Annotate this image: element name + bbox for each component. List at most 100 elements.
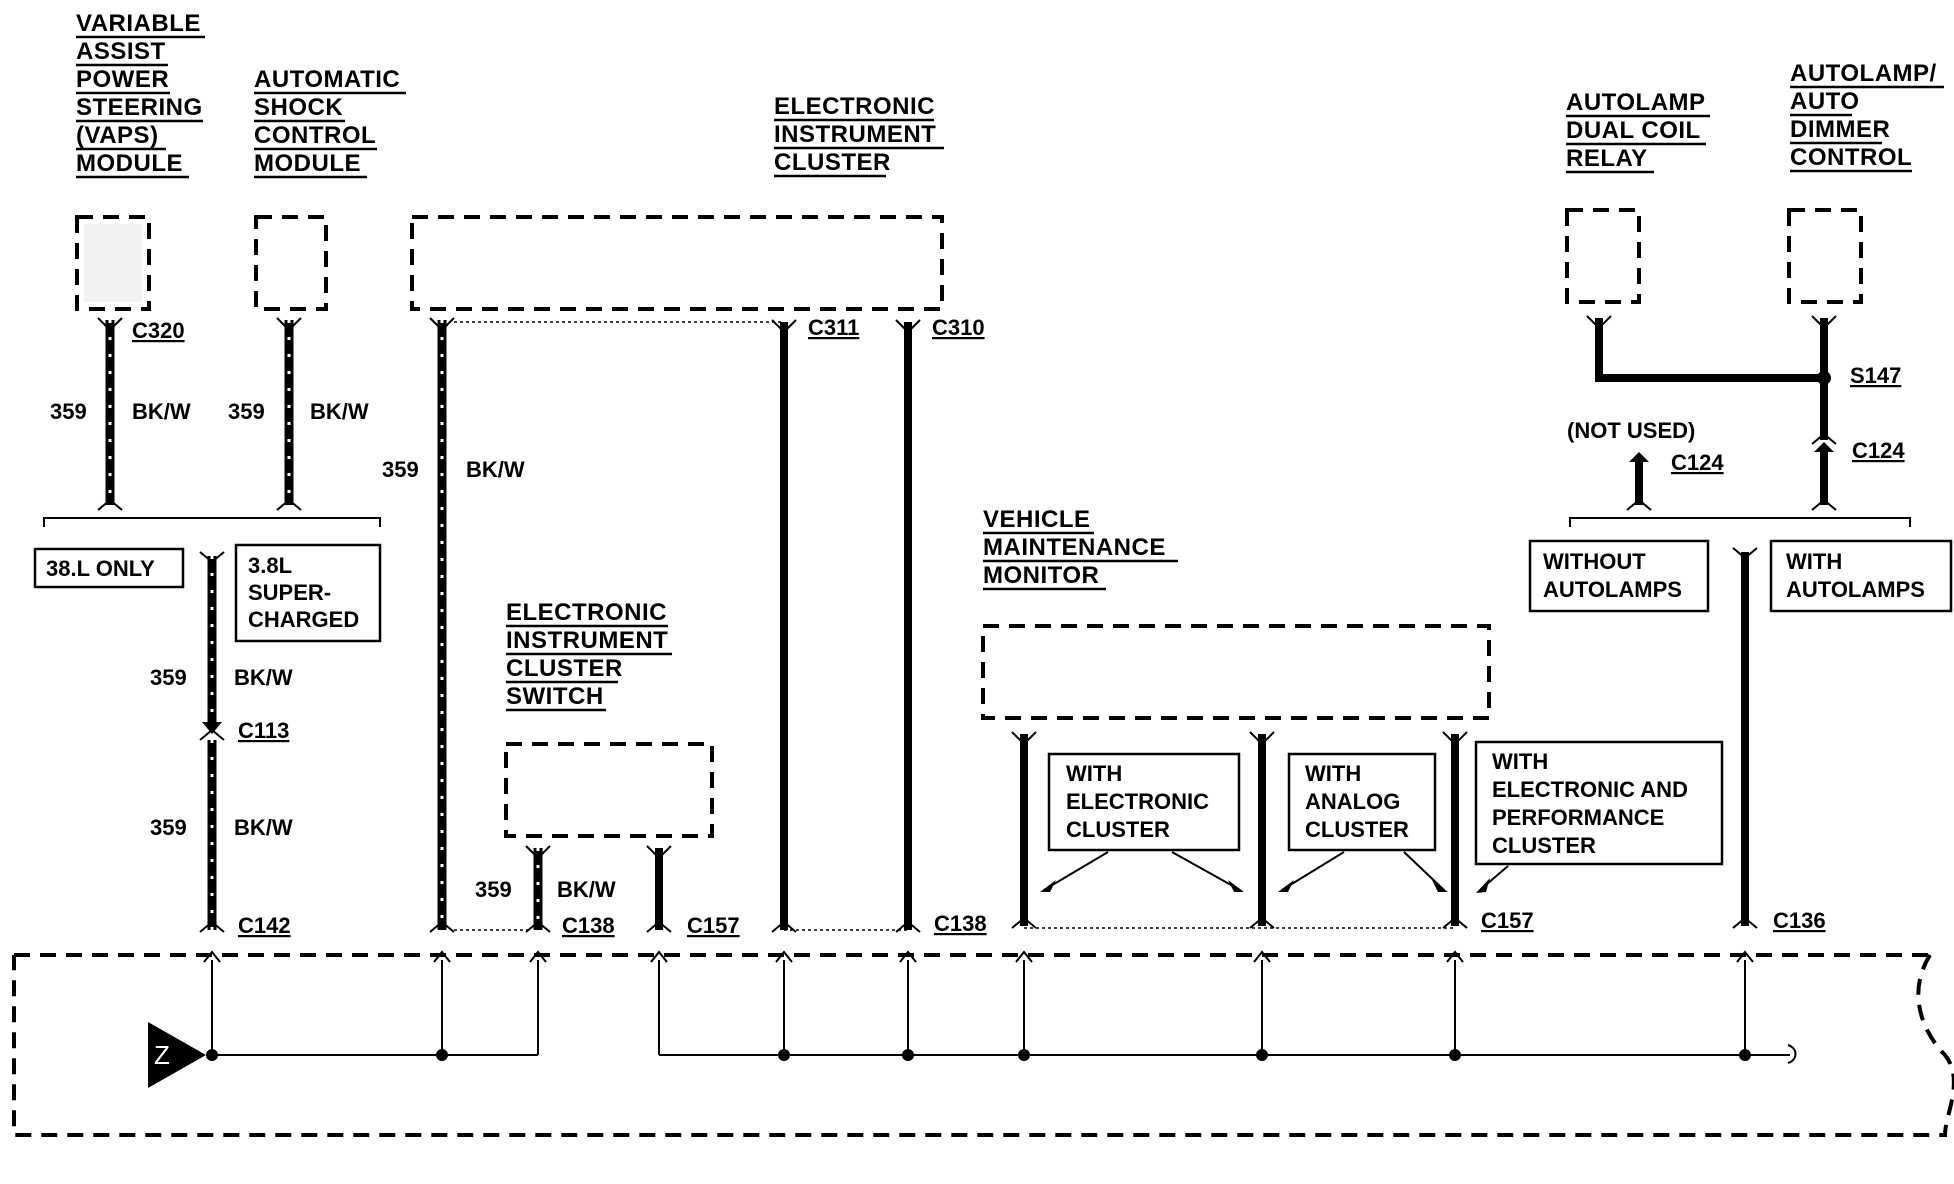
svg-text:CLUSTER: CLUSTER bbox=[506, 655, 623, 682]
dimmer-label: AUTOLAMP/ AUTO DIMMER CONTROL bbox=[1790, 60, 1944, 173]
cluster-label: ELECTRONIC INSTRUMENT CLUSTER bbox=[774, 93, 944, 178]
svg-text:C124: C124 bbox=[1671, 450, 1724, 475]
ground-bus bbox=[203, 950, 1797, 1064]
svg-text:DUAL COIL: DUAL COIL bbox=[1566, 117, 1701, 144]
svg-text:C320: C320 bbox=[132, 318, 185, 343]
note-with-performance-cluster: WITH ELECTRONIC AND PERFORMANCE CLUSTER bbox=[1474, 740, 1724, 893]
svg-text:CLUSTER: CLUSTER bbox=[774, 149, 891, 176]
relay-box bbox=[1565, 208, 1641, 304]
svg-text:SWITCH: SWITCH bbox=[506, 683, 604, 710]
svg-text:STEERING: STEERING bbox=[76, 94, 203, 121]
svg-text:MODULE: MODULE bbox=[76, 150, 183, 177]
svg-text:ELECTRONIC AND: ELECTRONIC AND bbox=[1492, 777, 1688, 802]
svg-text:CLUSTER: CLUSTER bbox=[1305, 817, 1409, 842]
cluster-box bbox=[410, 215, 944, 311]
svg-text:WITHOUT: WITHOUT bbox=[1543, 549, 1646, 574]
ground-enclosure bbox=[12, 953, 1954, 1137]
svg-text:CLUSTER: CLUSTER bbox=[1492, 833, 1596, 858]
svg-text:C138: C138 bbox=[562, 913, 615, 938]
svg-text:AUTO: AUTO bbox=[1790, 88, 1860, 115]
svg-text:DIMMER: DIMMER bbox=[1790, 116, 1890, 143]
note-not-used: (NOT USED) bbox=[1567, 418, 1695, 443]
svg-text:WITH: WITH bbox=[1786, 549, 1842, 574]
svg-text:Z: Z bbox=[154, 1040, 170, 1070]
svg-text:MAINTENANCE: MAINTENANCE bbox=[983, 534, 1166, 561]
svg-text:CONTROL: CONTROL bbox=[1790, 144, 1912, 171]
svg-text:C142: C142 bbox=[238, 913, 291, 938]
svg-text:ELECTRONIC: ELECTRONIC bbox=[774, 93, 935, 120]
svg-text:AUTOLAMP: AUTOLAMP bbox=[1566, 89, 1706, 116]
svg-text:SHOCK: SHOCK bbox=[254, 94, 343, 121]
svg-text:MODULE: MODULE bbox=[254, 150, 361, 177]
switch-label: ELECTRONIC INSTRUMENT CLUSTER SWITCH bbox=[506, 599, 672, 712]
svg-text:(VAPS): (VAPS) bbox=[76, 122, 159, 149]
relay-label: AUTOLAMP DUAL COIL RELAY bbox=[1566, 89, 1710, 174]
svg-text:359: 359 bbox=[50, 399, 87, 424]
vaps-module-label: VARIABLE ASSIST POWER STEERING (VAPS) MO… bbox=[76, 10, 205, 179]
cluster-c310-wire bbox=[895, 319, 921, 933]
svg-text:C157: C157 bbox=[1481, 908, 1534, 933]
note-with-autolamps: WITH AUTOLAMPS bbox=[1769, 539, 1953, 613]
svg-text:359: 359 bbox=[150, 815, 187, 840]
autolamp-wires bbox=[1569, 315, 1911, 929]
engine-wire bbox=[199, 551, 225, 933]
svg-text:BK/W: BK/W bbox=[132, 399, 191, 424]
svg-text:BK/W: BK/W bbox=[234, 665, 293, 690]
shock-module-box bbox=[254, 215, 328, 311]
svg-text:BK/W: BK/W bbox=[557, 877, 616, 902]
dimmer-box bbox=[1787, 208, 1863, 304]
svg-text:AUTOMATIC: AUTOMATIC bbox=[254, 66, 400, 93]
svg-text:RELAY: RELAY bbox=[1566, 145, 1648, 172]
svg-text:C136: C136 bbox=[1773, 908, 1826, 933]
svg-text:CHARGED: CHARGED bbox=[248, 607, 359, 632]
svg-text:359: 359 bbox=[150, 665, 187, 690]
svg-text:WITH: WITH bbox=[1066, 761, 1122, 786]
vmm-wires bbox=[1011, 731, 1468, 929]
note-with-electronic-cluster: WITH ELECTRONIC CLUSTER bbox=[1040, 752, 1244, 892]
svg-text:C124: C124 bbox=[1852, 438, 1905, 463]
svg-text:ELECTRONIC: ELECTRONIC bbox=[1066, 789, 1209, 814]
svg-text:3.8L: 3.8L bbox=[248, 553, 292, 578]
svg-text:MONITOR: MONITOR bbox=[983, 562, 1099, 589]
svg-text:WITH: WITH bbox=[1492, 749, 1548, 774]
cluster-main-wire bbox=[429, 317, 455, 933]
svg-text:VARIABLE: VARIABLE bbox=[76, 10, 201, 37]
vaps-splice-bracket bbox=[43, 517, 381, 527]
svg-text:CLUSTER: CLUSTER bbox=[1066, 817, 1170, 842]
svg-text:BK/W: BK/W bbox=[234, 815, 293, 840]
note-supercharged: 3.8L SUPER- CHARGED bbox=[234, 543, 382, 643]
note-38-only: 38.L ONLY bbox=[33, 547, 185, 589]
svg-text:POWER: POWER bbox=[76, 66, 169, 93]
svg-text:ANALOG: ANALOG bbox=[1305, 789, 1400, 814]
cluster-c311-wire bbox=[771, 319, 797, 933]
shock-wire bbox=[276, 317, 302, 511]
svg-text:VEHICLE: VEHICLE bbox=[983, 506, 1091, 533]
svg-text:C138: C138 bbox=[934, 911, 987, 936]
svg-text:BK/W: BK/W bbox=[310, 399, 369, 424]
vaps-wire bbox=[97, 317, 123, 511]
svg-text:AUTOLAMPS: AUTOLAMPS bbox=[1786, 577, 1925, 602]
svg-text:ASSIST: ASSIST bbox=[76, 38, 166, 65]
svg-text:359: 359 bbox=[475, 877, 512, 902]
svg-text:C310: C310 bbox=[932, 315, 985, 340]
svg-text:INSTRUMENT: INSTRUMENT bbox=[774, 121, 936, 148]
svg-text:359: 359 bbox=[228, 399, 265, 424]
switch-box bbox=[504, 742, 714, 838]
svg-text:PERFORMANCE: PERFORMANCE bbox=[1492, 805, 1664, 830]
vmm-label: VEHICLE MAINTENANCE MONITOR bbox=[983, 506, 1178, 591]
svg-text:C157: C157 bbox=[687, 913, 740, 938]
note-with-analog-cluster: WITH ANALOG CLUSTER bbox=[1278, 752, 1448, 892]
ground-symbol: Z bbox=[148, 1022, 206, 1088]
connector-labels: C320 C311 C310 S147 C124 C124 C113 C142 … bbox=[132, 315, 1905, 938]
svg-text:BK/W: BK/W bbox=[466, 457, 525, 482]
svg-text:AUTOLAMPS: AUTOLAMPS bbox=[1543, 577, 1682, 602]
svg-text:359: 359 bbox=[382, 457, 419, 482]
svg-text:SUPER-: SUPER- bbox=[248, 580, 331, 605]
svg-text:C113: C113 bbox=[238, 718, 289, 743]
svg-text:WITH: WITH bbox=[1305, 761, 1361, 786]
vmm-box bbox=[981, 624, 1491, 720]
svg-text:ELECTRONIC: ELECTRONIC bbox=[506, 599, 667, 626]
svg-text:C311: C311 bbox=[808, 315, 859, 340]
note-without-autolamps: WITHOUT AUTOLAMPS bbox=[1528, 539, 1710, 613]
